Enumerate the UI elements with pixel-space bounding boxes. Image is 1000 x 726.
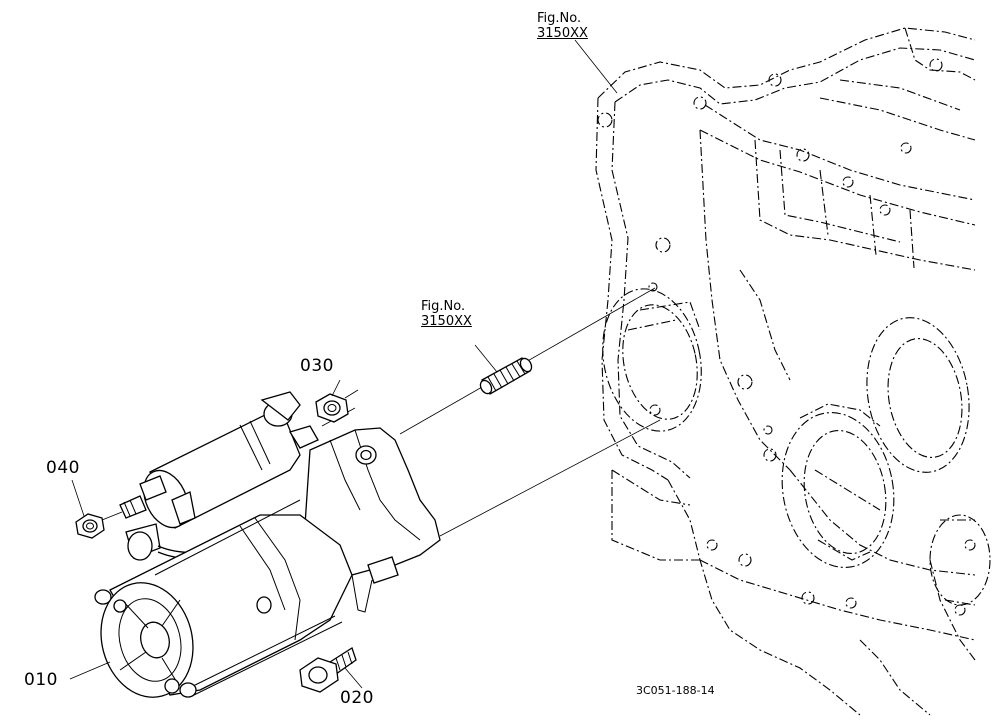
callout-040: 040: [46, 458, 80, 478]
callout-010: 010: [24, 670, 58, 690]
callout-030: 030: [300, 356, 334, 376]
leader-lines: [69, 39, 618, 689]
fig-reference-stud-prefix: Fig.No.: [421, 299, 466, 314]
fig-reference-top-prefix: Fig.No.: [537, 11, 582, 26]
stud-bolt: [474, 344, 533, 395]
fig-reference-top: Fig.No. 3150XX: [537, 11, 588, 41]
callout-020: 020: [340, 688, 374, 708]
drawing-code: 3C051-188-14: [636, 684, 715, 697]
nut-030: [315, 389, 359, 423]
fig-reference-top-number: 3150XX: [537, 26, 588, 41]
fig-reference-stud-number: 3150XX: [421, 314, 472, 329]
engine-block-outline: [595, 27, 991, 716]
starter-motor: [94, 391, 441, 698]
bolt-020: [299, 647, 357, 693]
nut-040: [75, 511, 123, 539]
fig-reference-stud: Fig.No. 3150XX: [421, 299, 472, 329]
